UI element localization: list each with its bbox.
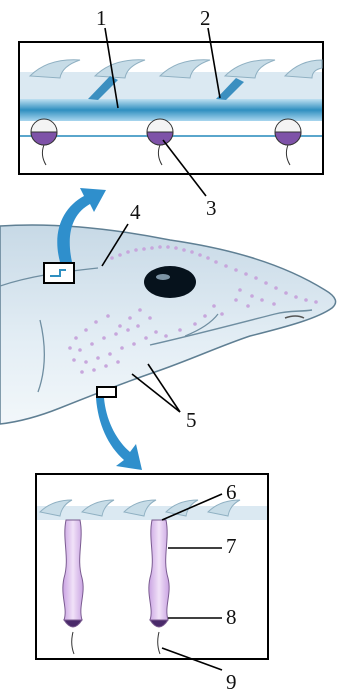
eye	[144, 266, 196, 298]
label-8: 8	[226, 607, 237, 628]
label-6: 6	[226, 482, 237, 503]
shark-head	[0, 224, 336, 424]
label-9: 9	[226, 672, 237, 693]
label-7: 7	[226, 536, 237, 557]
label-4: 4	[130, 202, 141, 223]
label-1: 1	[96, 8, 107, 29]
sample-region-ampullae	[97, 387, 116, 397]
canal-detail-box	[19, 28, 323, 196]
label-5: 5	[186, 410, 197, 431]
label-2: 2	[200, 8, 211, 29]
lateral-line-canal	[20, 99, 322, 121]
label-3: 3	[206, 198, 217, 219]
